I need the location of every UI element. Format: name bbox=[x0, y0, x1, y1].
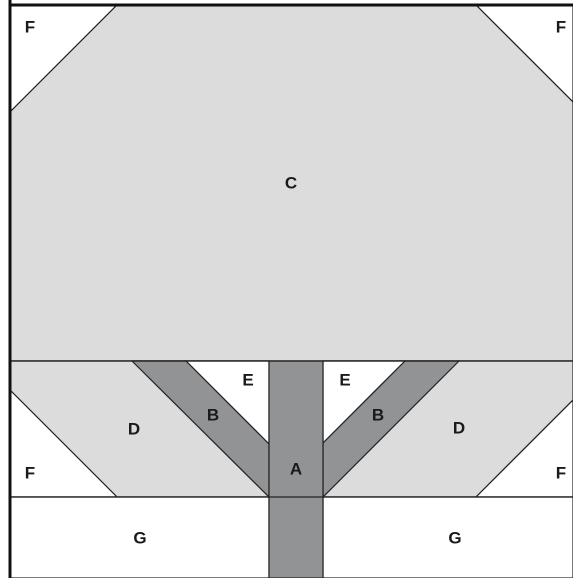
label-branch-right: B bbox=[372, 406, 384, 425]
label-canopy: C bbox=[285, 174, 297, 193]
label-notch-left: E bbox=[242, 371, 253, 390]
label-lower-canopy-left: D bbox=[128, 420, 140, 439]
label-corner-top-right: F bbox=[556, 18, 566, 37]
label-trunk: A bbox=[290, 460, 302, 479]
label-corner-bottom-right: F bbox=[556, 464, 566, 483]
label-notch-right: E bbox=[339, 371, 350, 390]
label-corner-bottom-left: F bbox=[25, 464, 35, 483]
label-branch-left: B bbox=[207, 406, 219, 425]
label-ground-left: G bbox=[133, 529, 146, 548]
label-ground-right: G bbox=[448, 529, 461, 548]
label-corner-top-left: F bbox=[25, 18, 35, 37]
label-lower-canopy-right: D bbox=[453, 419, 465, 438]
